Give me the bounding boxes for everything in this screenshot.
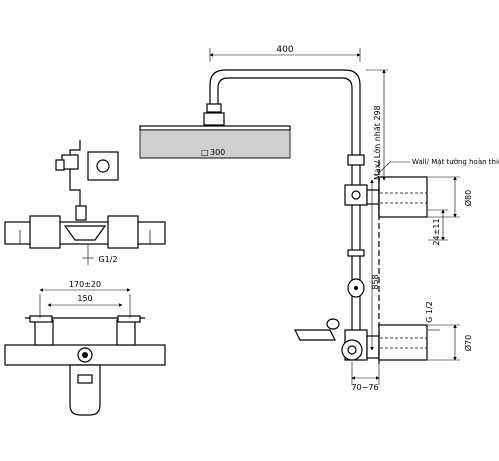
label-centers: 170±20 bbox=[69, 280, 101, 289]
dim-bracket-offset: 24±11 bbox=[428, 209, 448, 246]
dim-head-size: □ 300 bbox=[201, 148, 225, 157]
riser-outer bbox=[209, 69, 361, 330]
tub-spout bbox=[294, 329, 336, 341]
dim-centers: 170±20 bbox=[39, 280, 131, 318]
label-flange-diameter: Ø80 bbox=[463, 190, 473, 206]
mixer-handle bbox=[69, 364, 101, 416]
mixer-flange bbox=[378, 324, 428, 361]
dim-pipe-length: 858 bbox=[370, 179, 380, 351]
arm-connector bbox=[206, 103, 222, 113]
label-bracket-offset: 24±11 bbox=[432, 218, 441, 245]
shower-head-top bbox=[139, 125, 291, 131]
dim-arm-length: 400 bbox=[209, 45, 361, 62]
label-projection: 70∼76 bbox=[351, 383, 378, 392]
wall-flange bbox=[378, 176, 428, 218]
mixer-front-view bbox=[4, 140, 166, 249]
dim-thread-right: G 1/2 bbox=[425, 301, 440, 331]
label-mixer-diameter: Ø70 bbox=[463, 335, 473, 351]
dim-inner-width: 150 bbox=[47, 294, 123, 307]
holder-stem bbox=[69, 140, 81, 215]
label-riser-height: Max/ Lớn nhất 298 bbox=[372, 105, 382, 180]
riser-ring-2 bbox=[347, 249, 365, 257]
wall-annotation: Wall/ Mặt tường hoàn thiện bbox=[379, 158, 499, 173]
dim-thread-left: G1/2 bbox=[82, 244, 118, 265]
head-swivel bbox=[203, 112, 225, 126]
riser-ring-1 bbox=[347, 154, 365, 166]
label-wall: Wall/ Mặt tường hoàn thiện bbox=[412, 158, 499, 166]
shower-column bbox=[139, 69, 428, 365]
mixer-top-view bbox=[4, 315, 166, 416]
riser-inner bbox=[217, 77, 353, 330]
dim-flange-diameter: Ø80 bbox=[428, 176, 473, 218]
label-inner-width: 150 bbox=[77, 294, 92, 303]
label-head-prefix: □ bbox=[201, 148, 209, 157]
label-pipe-length: 858 bbox=[371, 274, 380, 289]
dim-riser-height: Max/ Lớn nhất 298 bbox=[366, 69, 388, 181]
dim-mixer-diameter: Ø70 bbox=[428, 324, 473, 361]
dim-projection: 70∼76 bbox=[351, 362, 380, 392]
label-thread-right: G 1/2 bbox=[425, 301, 434, 323]
label-head-size: 300 bbox=[210, 148, 225, 157]
label-thread-left: G1/2 bbox=[98, 255, 117, 264]
label-arm-length: 400 bbox=[276, 45, 293, 55]
